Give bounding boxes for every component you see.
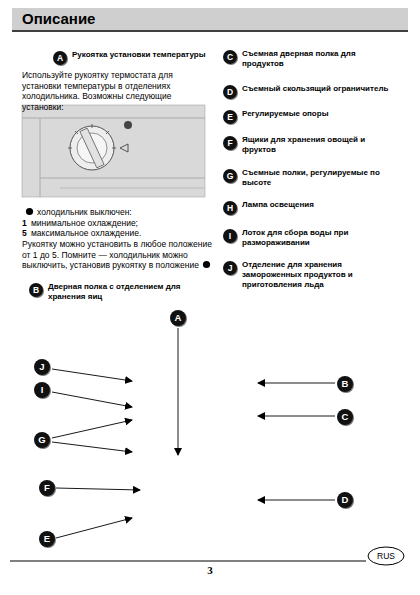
part-name: Рукоятка установки температуры [72, 50, 212, 60]
body-text: 1 [22, 218, 27, 228]
part-name: Съемный скользящий ограничитель [242, 84, 392, 94]
callout-node: IЛоток для сбора воды при размораживании [223, 229, 237, 243]
callout-node: EРегулируемые опоры [223, 110, 237, 124]
body-text: 5 [22, 228, 27, 238]
callout-node: B [337, 376, 353, 392]
callout-node: D [337, 492, 353, 508]
leader-arrows [52, 328, 335, 538]
footer-rule [10, 561, 366, 562]
label-box: 3 [200, 565, 220, 576]
title-rule [12, 30, 408, 32]
callout-node: E [39, 531, 55, 547]
callout-letter: J [223, 261, 237, 275]
callout-letter: D [337, 492, 353, 508]
callout-letter: C [337, 409, 353, 425]
label-box: холодильник выключен: [22, 207, 202, 218]
part-name: Съемная дверная полка для продуктов [242, 49, 382, 69]
callout-node: DСъемный скользящий ограничитель [223, 85, 237, 99]
page-number: 3 [207, 564, 213, 576]
label-box: максимальное охлаждение. [31, 228, 201, 239]
body-text: Используйте рукоятку термостата для уста… [22, 70, 173, 112]
part-name: Лоток для сбора воды при размораживании [242, 228, 372, 248]
callout-node: JОтделение для хранения замороженных про… [223, 261, 237, 275]
page-title: Описание [22, 10, 95, 28]
body-text: холодильник выключен: [37, 207, 132, 217]
off-position-dot [25, 207, 34, 216]
callout-node: FЯщики для хранения овощей и фруктов [223, 136, 237, 150]
language-oval [368, 547, 404, 565]
callout-letter: E [39, 531, 55, 547]
body-text: максимальное охлаждение. [31, 228, 141, 238]
callout-node: AРукоятка установки температуры [53, 51, 67, 65]
callout-node: I [34, 382, 50, 398]
callout-letter: I [223, 229, 237, 243]
callout-letter: A [170, 310, 186, 326]
title-bar [12, 8, 408, 30]
label-box: минимальное охлаждение; [31, 218, 201, 229]
callout-node: BДверная полка с отделением для хранения… [29, 283, 43, 297]
body-text: минимальное охлаждение; [31, 218, 138, 228]
label-box: Рукоятку можно установить в любое положе… [22, 239, 214, 271]
callout-node: GСъемные полки, регулируемые по высоте [223, 169, 237, 183]
label-box: Используйте рукоятку термостата для уста… [22, 70, 210, 112]
off-position-dot [202, 260, 211, 269]
callout-node: C [337, 409, 353, 425]
callout-letter: B [337, 376, 353, 392]
callout-node: F [39, 480, 55, 496]
thermostat-inset [22, 105, 205, 197]
callout-letter: I [34, 382, 50, 398]
callout-node: J [34, 359, 50, 375]
callout-letter: C [223, 50, 237, 64]
part-name: Отделение для хранения замороженных прод… [242, 260, 382, 290]
callout-letter: F [223, 136, 237, 150]
part-name: Ящики для хранения овощей и фруктов [242, 135, 372, 155]
label-box: 1 [22, 218, 32, 229]
callout-letter: G [223, 169, 237, 183]
part-name: Дверная полка с отделением для хранения … [48, 282, 198, 302]
callout-node: G [34, 432, 50, 448]
language-tag: RUS [377, 551, 395, 561]
part-name: Регулируемые опоры [242, 109, 392, 119]
callout-node: HЛампа освещения [223, 201, 237, 215]
callout-letter: E [223, 110, 237, 124]
callout-letter: J [34, 359, 50, 375]
callout-letter: A [53, 51, 67, 65]
callout-node: CСъемная дверная полка для продуктов [223, 50, 237, 64]
callout-letter: D [223, 85, 237, 99]
callout-letter: G [34, 432, 50, 448]
part-name: Съемные полки, регулируемые по высоте [242, 168, 382, 188]
callout-letter: B [29, 283, 43, 297]
callout-node: A [170, 310, 186, 326]
label-box: RUS [370, 550, 402, 562]
callout-letter: H [223, 201, 237, 215]
part-name: Лампа освещения [242, 200, 382, 210]
callout-letter: F [39, 480, 55, 496]
label-box: 5 [22, 228, 32, 239]
body-text: Рукоятку можно установить в любое положе… [22, 239, 212, 270]
